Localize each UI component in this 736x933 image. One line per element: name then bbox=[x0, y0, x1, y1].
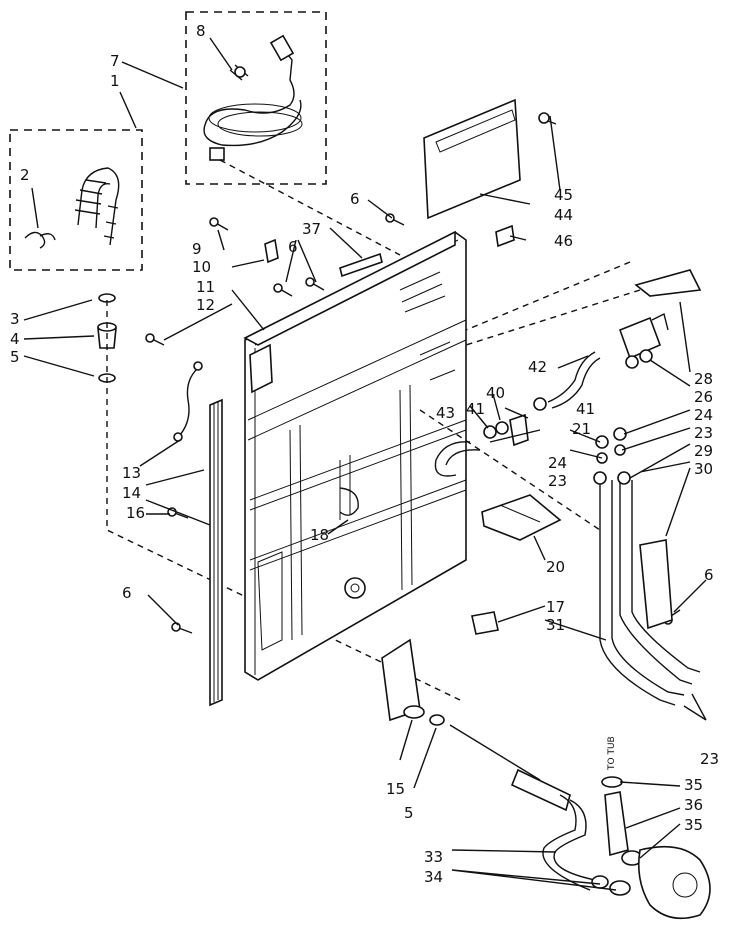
part-labels: 7 1 8 2 3 4 5 9 10 11 12 13 14 16 6 6 6 … bbox=[10, 22, 719, 886]
part-18 bbox=[339, 487, 359, 516]
label-31: 31 bbox=[546, 616, 565, 634]
label-15: 15 bbox=[386, 780, 405, 798]
label-42: 42 bbox=[528, 358, 547, 376]
label-36: 36 bbox=[684, 796, 703, 814]
bar-37 bbox=[339, 252, 383, 278]
label-9: 9 bbox=[192, 240, 202, 258]
label-23-a: 23 bbox=[694, 424, 713, 442]
label-17: 17 bbox=[546, 598, 565, 616]
label-45: 45 bbox=[554, 186, 573, 204]
label-6-d: 6 bbox=[704, 566, 714, 584]
cover-44 bbox=[423, 98, 521, 220]
label-2: 2 bbox=[20, 166, 30, 184]
hose-42 bbox=[547, 351, 596, 403]
label-35-a: 35 bbox=[684, 776, 703, 794]
label-28: 28 bbox=[694, 370, 713, 388]
label-7: 7 bbox=[110, 52, 120, 70]
label-11: 11 bbox=[196, 278, 215, 296]
label-23-c: 23 bbox=[700, 750, 719, 768]
label-34: 34 bbox=[424, 868, 443, 886]
hose-43 bbox=[434, 441, 471, 477]
label-14: 14 bbox=[122, 484, 141, 502]
label-8: 8 bbox=[196, 22, 206, 40]
bracket-20 bbox=[481, 494, 562, 541]
water-valve bbox=[618, 312, 669, 369]
label-12: 12 bbox=[196, 296, 215, 314]
drain-hose bbox=[24, 167, 120, 249]
label-41-b: 41 bbox=[576, 400, 595, 418]
lower-drain-hose bbox=[449, 724, 609, 891]
pump bbox=[381, 638, 445, 726]
label-24-b: 24 bbox=[548, 454, 567, 472]
label-26: 26 bbox=[694, 388, 713, 406]
label-5-a: 5 bbox=[10, 348, 20, 366]
label-3: 3 bbox=[10, 310, 20, 328]
label-1: 1 bbox=[110, 72, 120, 90]
top-bracket bbox=[243, 230, 456, 394]
label-18: 18 bbox=[310, 526, 329, 544]
label-5-b: 5 bbox=[404, 804, 414, 822]
label-24-a: 24 bbox=[694, 406, 713, 424]
drain-hose-kit-box bbox=[9, 129, 143, 271]
leader-lines bbox=[23, 37, 707, 891]
side-rail bbox=[209, 398, 223, 707]
bracket-30 bbox=[639, 539, 673, 630]
label-13: 13 bbox=[122, 464, 141, 482]
label-30: 30 bbox=[694, 460, 713, 478]
label-23-b: 23 bbox=[548, 472, 567, 490]
clip-10 bbox=[264, 238, 279, 264]
label-29: 29 bbox=[694, 442, 713, 460]
label-43: 43 bbox=[436, 404, 455, 422]
label-16: 16 bbox=[126, 504, 145, 522]
to-tub-note: TO TUB bbox=[607, 736, 617, 771]
fill-hoses bbox=[593, 471, 701, 706]
label-46: 46 bbox=[554, 232, 573, 250]
label-6-b: 6 bbox=[350, 190, 360, 208]
label-41-a: 41 bbox=[466, 400, 485, 418]
label-21: 21 bbox=[572, 420, 591, 438]
label-20: 20 bbox=[546, 558, 565, 576]
label-33: 33 bbox=[424, 848, 443, 866]
fitting-40 bbox=[483, 397, 547, 447]
label-6-a: 6 bbox=[122, 584, 132, 602]
label-4: 4 bbox=[10, 330, 20, 348]
bracket-28 bbox=[634, 269, 702, 297]
back-panel bbox=[244, 231, 467, 681]
power-cord bbox=[203, 34, 303, 161]
label-6-c: 6 bbox=[288, 238, 298, 256]
part-17 bbox=[471, 611, 499, 635]
label-40: 40 bbox=[486, 384, 505, 402]
label-37: 37 bbox=[302, 220, 321, 238]
ground-wire bbox=[179, 367, 199, 436]
tub-hose bbox=[601, 776, 711, 920]
cord-kit-box bbox=[185, 11, 327, 185]
label-35-b: 35 bbox=[684, 816, 703, 834]
clip-46 bbox=[495, 224, 515, 248]
label-10: 10 bbox=[192, 258, 211, 276]
label-44: 44 bbox=[554, 206, 573, 224]
